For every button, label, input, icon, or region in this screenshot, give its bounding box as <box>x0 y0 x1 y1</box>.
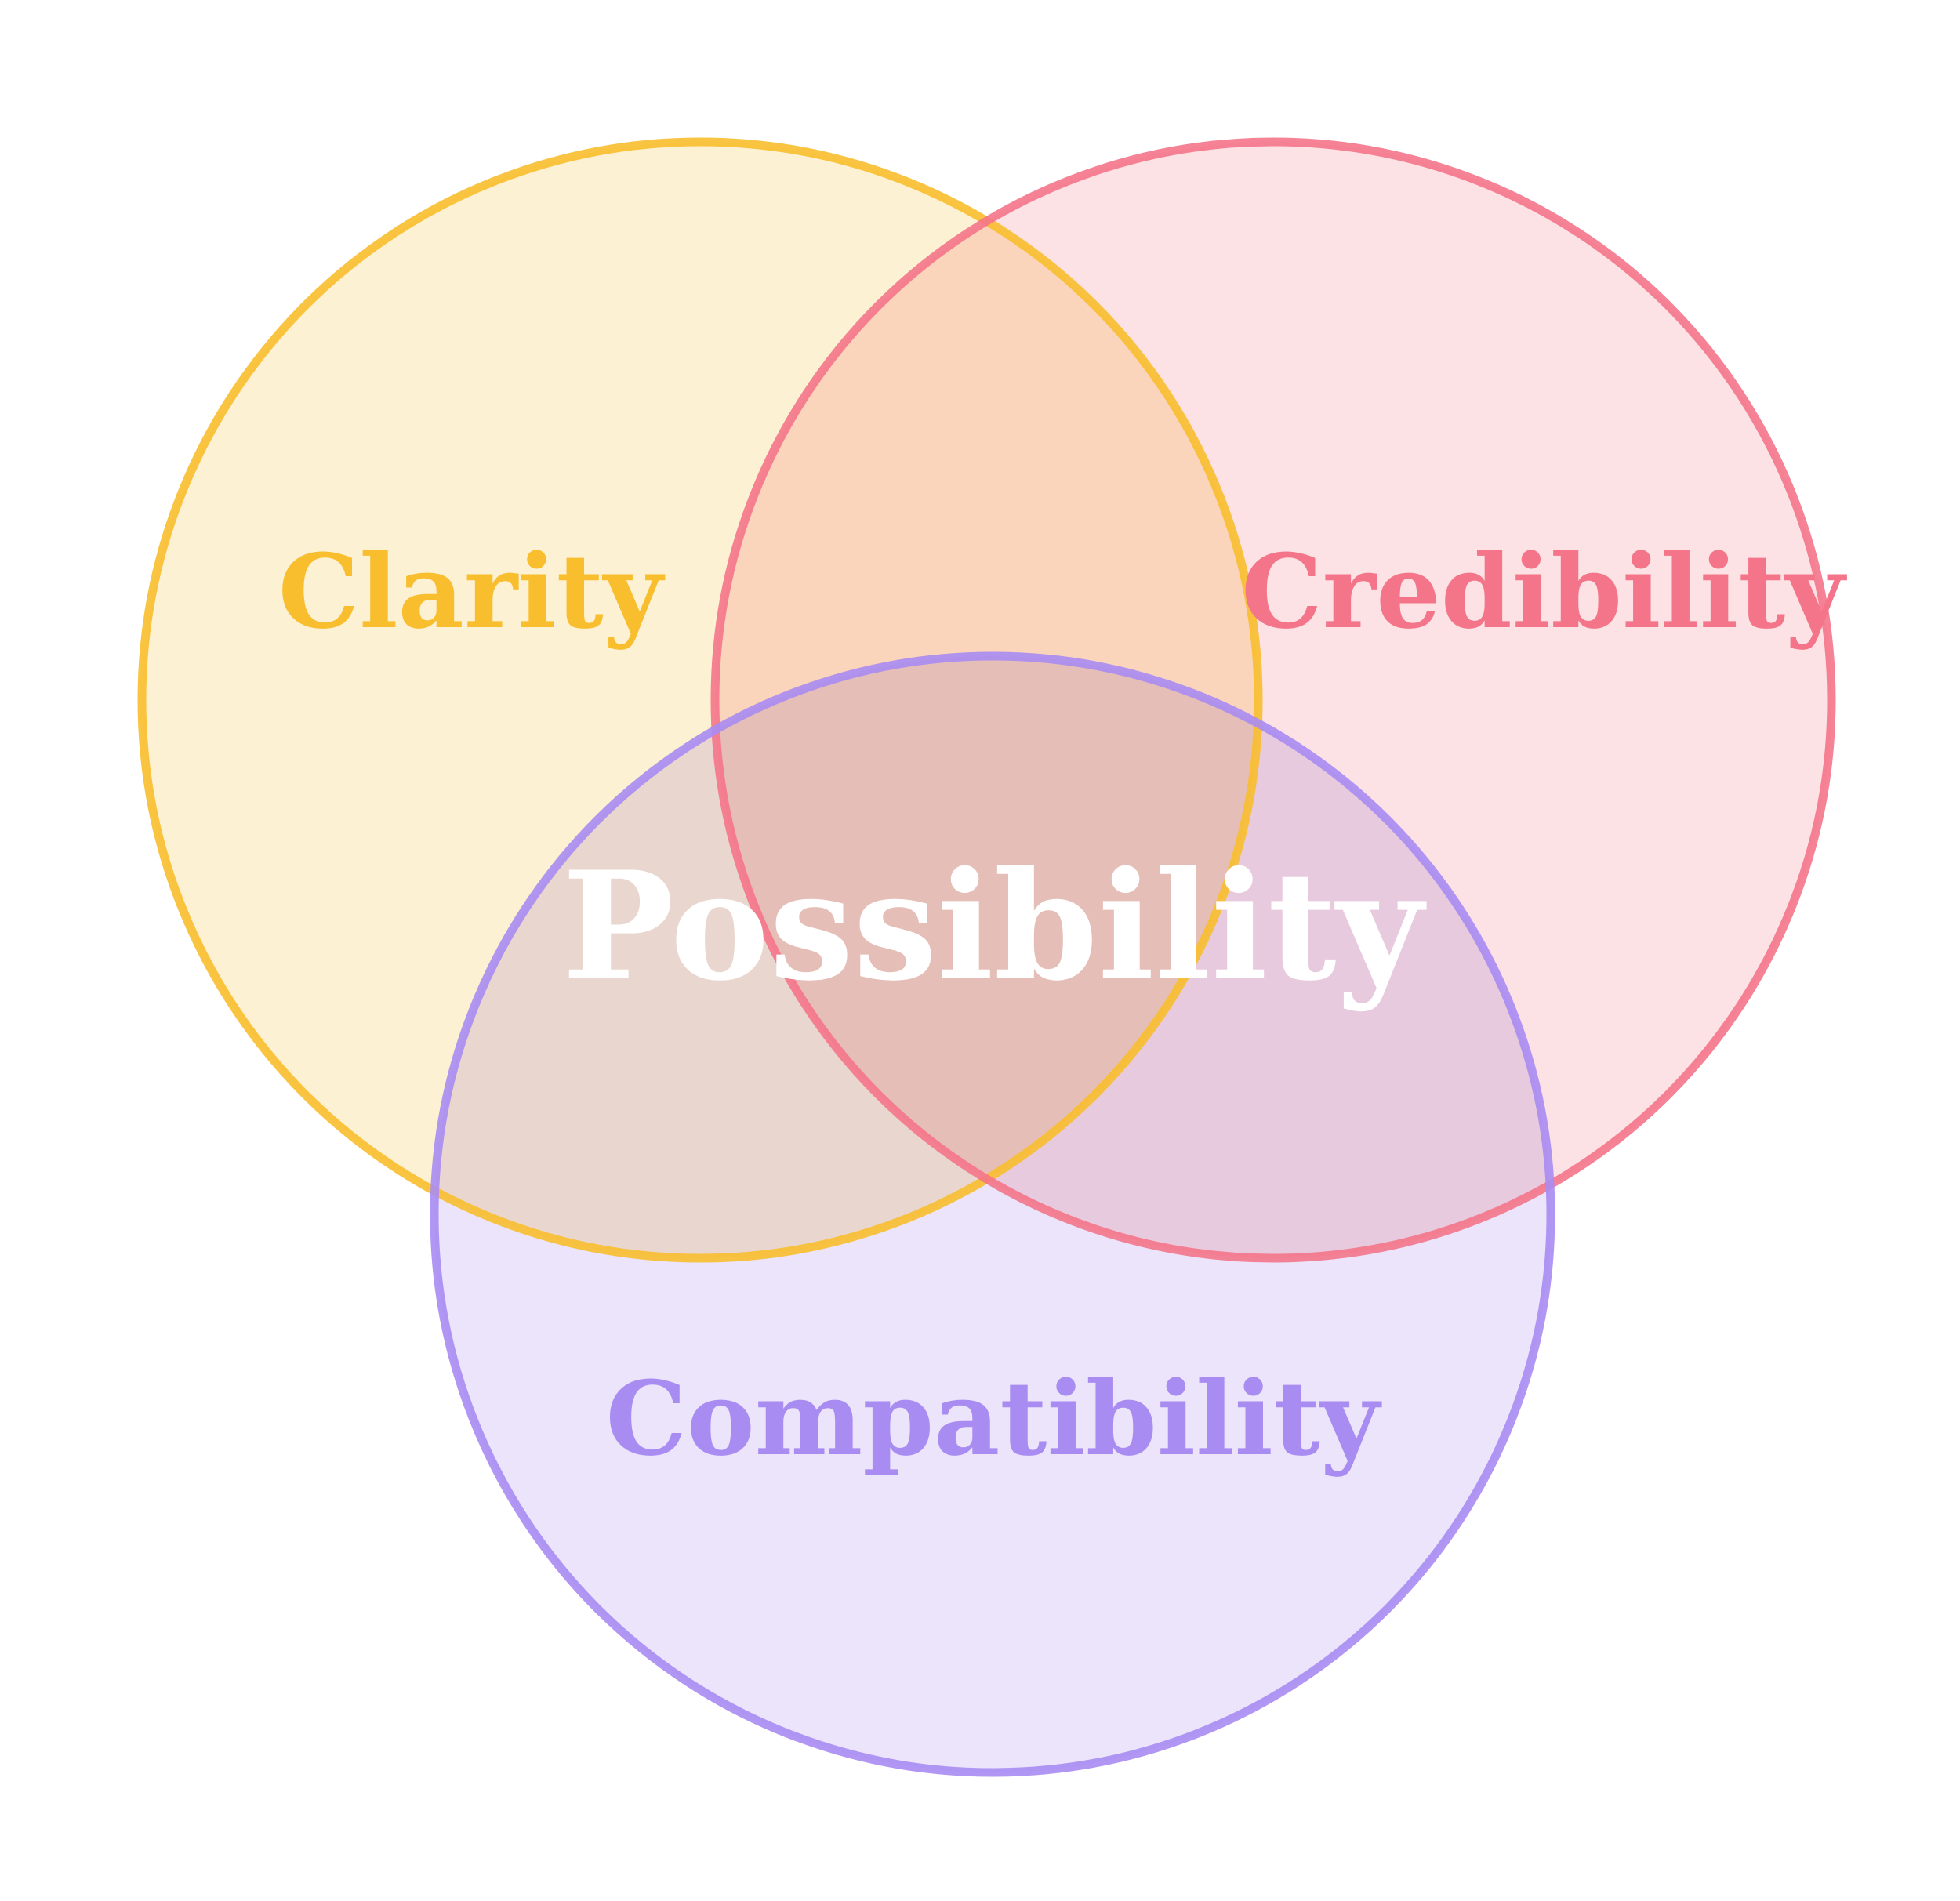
circle-outlines <box>137 137 1836 1777</box>
compatibility-circle-fill <box>434 656 1551 1772</box>
clarity-label: Clarity <box>278 531 666 651</box>
circle-fills <box>142 142 1831 1772</box>
credibility-circle-outline <box>710 137 1836 1263</box>
credibility-label: Credibility <box>1241 531 1847 651</box>
compatibility-label: Compatibility <box>606 1359 1382 1478</box>
clarity-circle-outline <box>137 137 1263 1263</box>
compatibility-circle-outline <box>430 651 1555 1777</box>
possibility-label: Possibility <box>562 839 1427 1014</box>
